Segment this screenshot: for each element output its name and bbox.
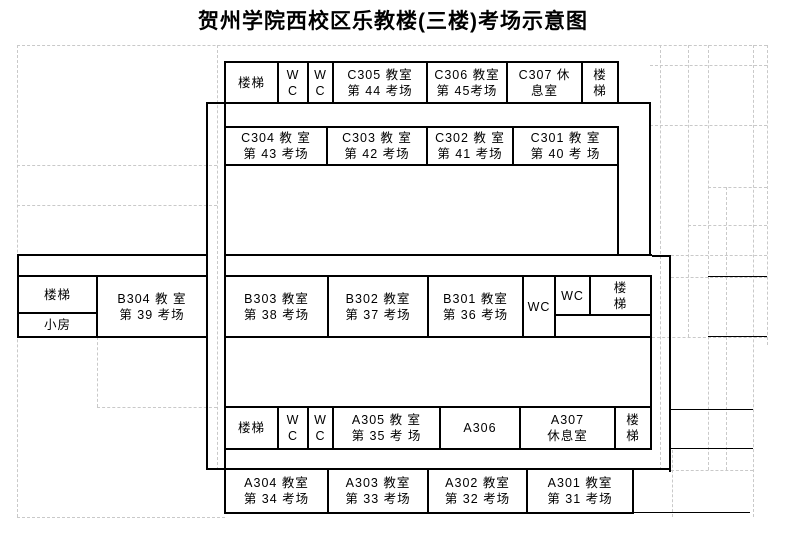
grid-line — [217, 45, 218, 470]
room-b301: B301 教室 第 36 考场 — [429, 277, 524, 336]
grid-line — [672, 450, 673, 517]
room-c305: C305 教室 第 44 考场 — [334, 63, 428, 102]
grid-line — [671, 255, 767, 256]
thin-wall-line — [708, 336, 767, 337]
room-stairs-b-right: 楼 梯 — [613, 280, 628, 311]
thin-wall-line — [671, 409, 753, 410]
grid-line — [708, 187, 767, 188]
room-row-a: 楼梯 W C W C A305 教 室 第 35 考 场 A306 A307 休… — [224, 406, 652, 450]
room-b303: B303 教室 第 38 考场 — [226, 277, 329, 336]
grid-line — [708, 45, 709, 470]
room-wc-top-1: W C — [279, 63, 309, 102]
b-wing-left: 楼梯 小房 B304 教 室 第 39 考场 — [17, 254, 208, 338]
grid-line — [688, 45, 689, 337]
page-title: 贺州学院西校区乐教楼(三楼)考场示意图 — [198, 10, 588, 33]
room-c306: C306 教室 第 45考场 — [428, 63, 508, 102]
grid-line — [753, 45, 754, 517]
room-small-room: 小房 — [43, 318, 71, 332]
wall-right-upper — [649, 102, 651, 257]
room-b302: B302 教室 第 37 考场 — [329, 277, 429, 336]
room-b304: B304 教 室 第 39 考场 — [117, 291, 187, 322]
corridor-strip-right — [226, 256, 652, 277]
grid-line — [726, 187, 727, 470]
room-stairs-top-left: 楼梯 — [226, 63, 279, 102]
room-wc-a-2: W C — [309, 408, 334, 448]
wall-right-outer — [669, 255, 671, 472]
wall-step-mid-right — [649, 255, 671, 257]
room-wc-b-1: WC — [524, 277, 556, 336]
room-c302: C302 教 室 第 41 考场 — [428, 128, 514, 164]
b-wing-right: B303 教室 第 38 考场 B302 教室 第 37 考场 B301 教室 … — [224, 254, 652, 338]
room-row-top: 楼梯 W C W C C305 教室 第 44 考场 C306 教室 第 45考… — [224, 61, 619, 104]
grid-line — [17, 205, 217, 206]
room-a301: A301 教室 第 31 考场 — [547, 476, 613, 506]
grid-line — [671, 470, 753, 471]
grid-line — [650, 65, 767, 66]
grid-line — [17, 165, 217, 166]
room-empty — [556, 316, 650, 336]
room-c301: C301 教 室 第 40 考 场 — [530, 131, 601, 161]
room-a302: A302 教室 第 32 考场 — [429, 470, 528, 512]
thin-wall-line — [708, 276, 767, 277]
room-stairs-a-left: 楼梯 — [226, 408, 279, 448]
grid-line — [671, 277, 767, 278]
room-a303: A303 教室 第 33 考场 — [329, 470, 429, 512]
courtyard-lower — [224, 336, 652, 408]
room-c304: C304 教 室 第 43 考场 — [226, 128, 328, 164]
room-a307-rest: A307 休息室 — [521, 408, 616, 448]
grid-line — [17, 517, 225, 518]
corridor-strip-left — [19, 256, 206, 277]
room-stairs-a-right: 楼 梯 — [626, 413, 640, 443]
grid-line — [97, 337, 98, 407]
grid-line — [767, 45, 768, 345]
grid-line — [652, 337, 767, 338]
room-wc-b-2: WC — [556, 277, 591, 314]
room-a306: A306 — [441, 408, 521, 448]
thin-wall-line — [632, 512, 750, 513]
wall-step-top-right — [617, 102, 651, 104]
grid-line — [660, 45, 661, 470]
room-wc-top-2: W C — [309, 63, 334, 102]
grid-line — [688, 225, 767, 226]
room-row-a-bottom: A304 教室 第 34 考场 A303 教室 第 33 考场 A302 教室 … — [224, 468, 634, 514]
grid-line — [97, 407, 217, 408]
grid-line — [17, 45, 767, 46]
room-stairs-b-left: 楼梯 — [19, 277, 96, 314]
room-c303: C303 教 室 第 42 考场 — [328, 128, 428, 164]
thin-wall-line — [671, 448, 753, 449]
room-c307-rest: C307 休 息室 — [508, 63, 583, 102]
room-row-c: C304 教 室 第 43 考场 C303 教 室 第 42 考场 C302 教… — [224, 126, 619, 166]
room-a304: A304 教室 第 34 考场 — [226, 470, 329, 512]
room-stairs-top-right: 楼 梯 — [593, 67, 607, 98]
grid-line — [650, 125, 767, 126]
room-a305: A305 教 室 第 35 考 场 — [334, 408, 441, 448]
room-wc-a-1: W C — [279, 408, 309, 448]
courtyard-upper — [224, 164, 619, 257]
wall-step-top-left — [206, 102, 226, 104]
